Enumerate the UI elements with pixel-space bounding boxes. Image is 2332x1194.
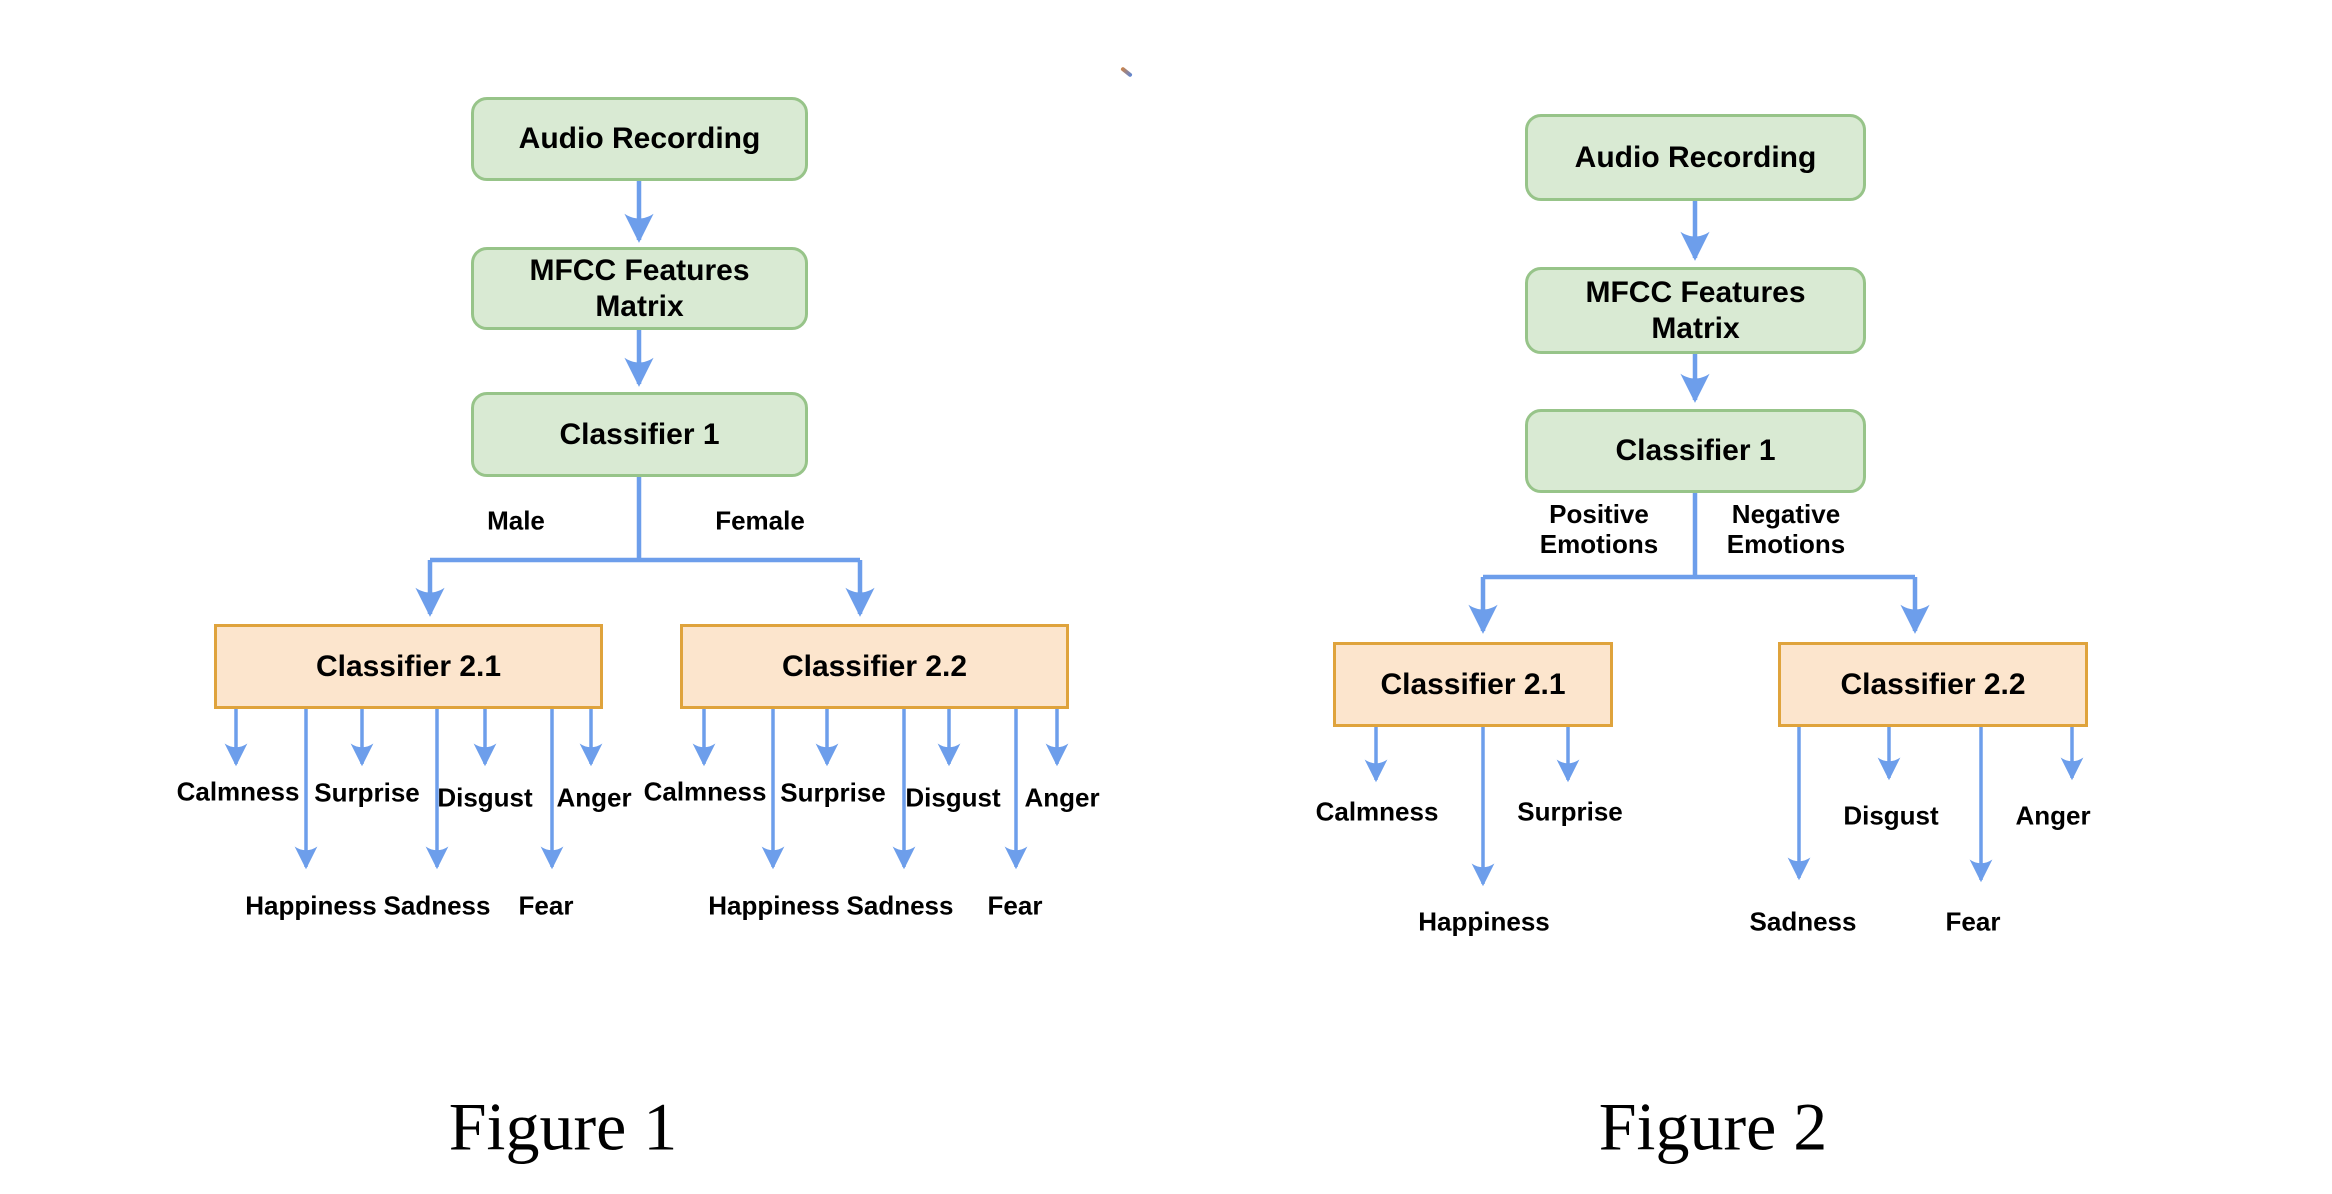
fig1-c22-output-fear: Fear [987,890,1043,921]
fig2-c21-output-happiness: Happiness [1418,906,1550,937]
fig1-c21-output-fear: Fear [518,890,574,921]
fig1-c21-output-sadness: Sadness [383,890,491,921]
fig2-mfcc-node: MFCC Features Matrix [1525,267,1866,354]
fig2-branch-tree [1483,493,1915,580]
fig1-c22-output-calmness: Calmness [643,776,767,807]
fig2-c21-output-surprise: Surprise [1517,796,1623,827]
fig2-c22-output-sadness: Sadness [1749,906,1857,937]
fig1-c21-output-disgust: Disgust [437,782,533,813]
fig1-c22-output-surprise: Surprise [780,777,886,808]
fig2-audio-recording-node: Audio Recording [1525,114,1866,201]
fig1-classifier1-node: Classifier 1 [471,392,808,477]
fig1-c22-output-sadness: Sadness [846,890,954,921]
fig1-caption: Figure 1 [448,1088,678,1165]
fig2-caption: Figure 2 [1598,1088,1828,1165]
fig1-branch-label-female: Female [715,505,805,536]
fig1-c21-output-happiness: Happiness [245,890,377,921]
fig1-c21-output-surprise: Surprise [314,777,420,808]
fig1-branch-tree [430,477,860,563]
fig1-classifier21-node: Classifier 2.1 [214,624,603,709]
fig1-c22-output-happiness: Happiness [708,890,840,921]
fig2-c22-output-anger: Anger [2015,800,2091,831]
fig2-c21-output-calmness: Calmness [1315,796,1439,827]
fig1-c21-output-anger: Anger [556,782,632,813]
fig2-c22-output-disgust: Disgust [1843,800,1939,831]
fig2-branch-label-negative-emotions: Negative Emotions [1726,499,1846,559]
fig1-c22-output-disgust: Disgust [905,782,1001,813]
fig2-classifier1-node: Classifier 1 [1525,409,1866,493]
fig1-connectors [224,181,1069,870]
fig2-connectors [1364,201,2084,887]
fig2-c22-output-fear: Fear [1945,906,2001,937]
fig1-c22-output-anger: Anger [1024,782,1100,813]
fig2-branch-label-positive-emotions: Positive Emotions [1539,499,1659,559]
fig2-classifier22-node: Classifier 2.2 [1778,642,2088,727]
fig1-audio-recording-node: Audio Recording [471,97,808,181]
fig1-branch-label-male: Male [487,505,545,536]
fig1-c21-output-calmness: Calmness [176,776,300,807]
fig1-classifier22-node: Classifier 2.2 [680,624,1069,709]
fig1-mfcc-node: MFCC Features Matrix [471,247,808,330]
fig2-classifier21-node: Classifier 2.1 [1333,642,1613,727]
